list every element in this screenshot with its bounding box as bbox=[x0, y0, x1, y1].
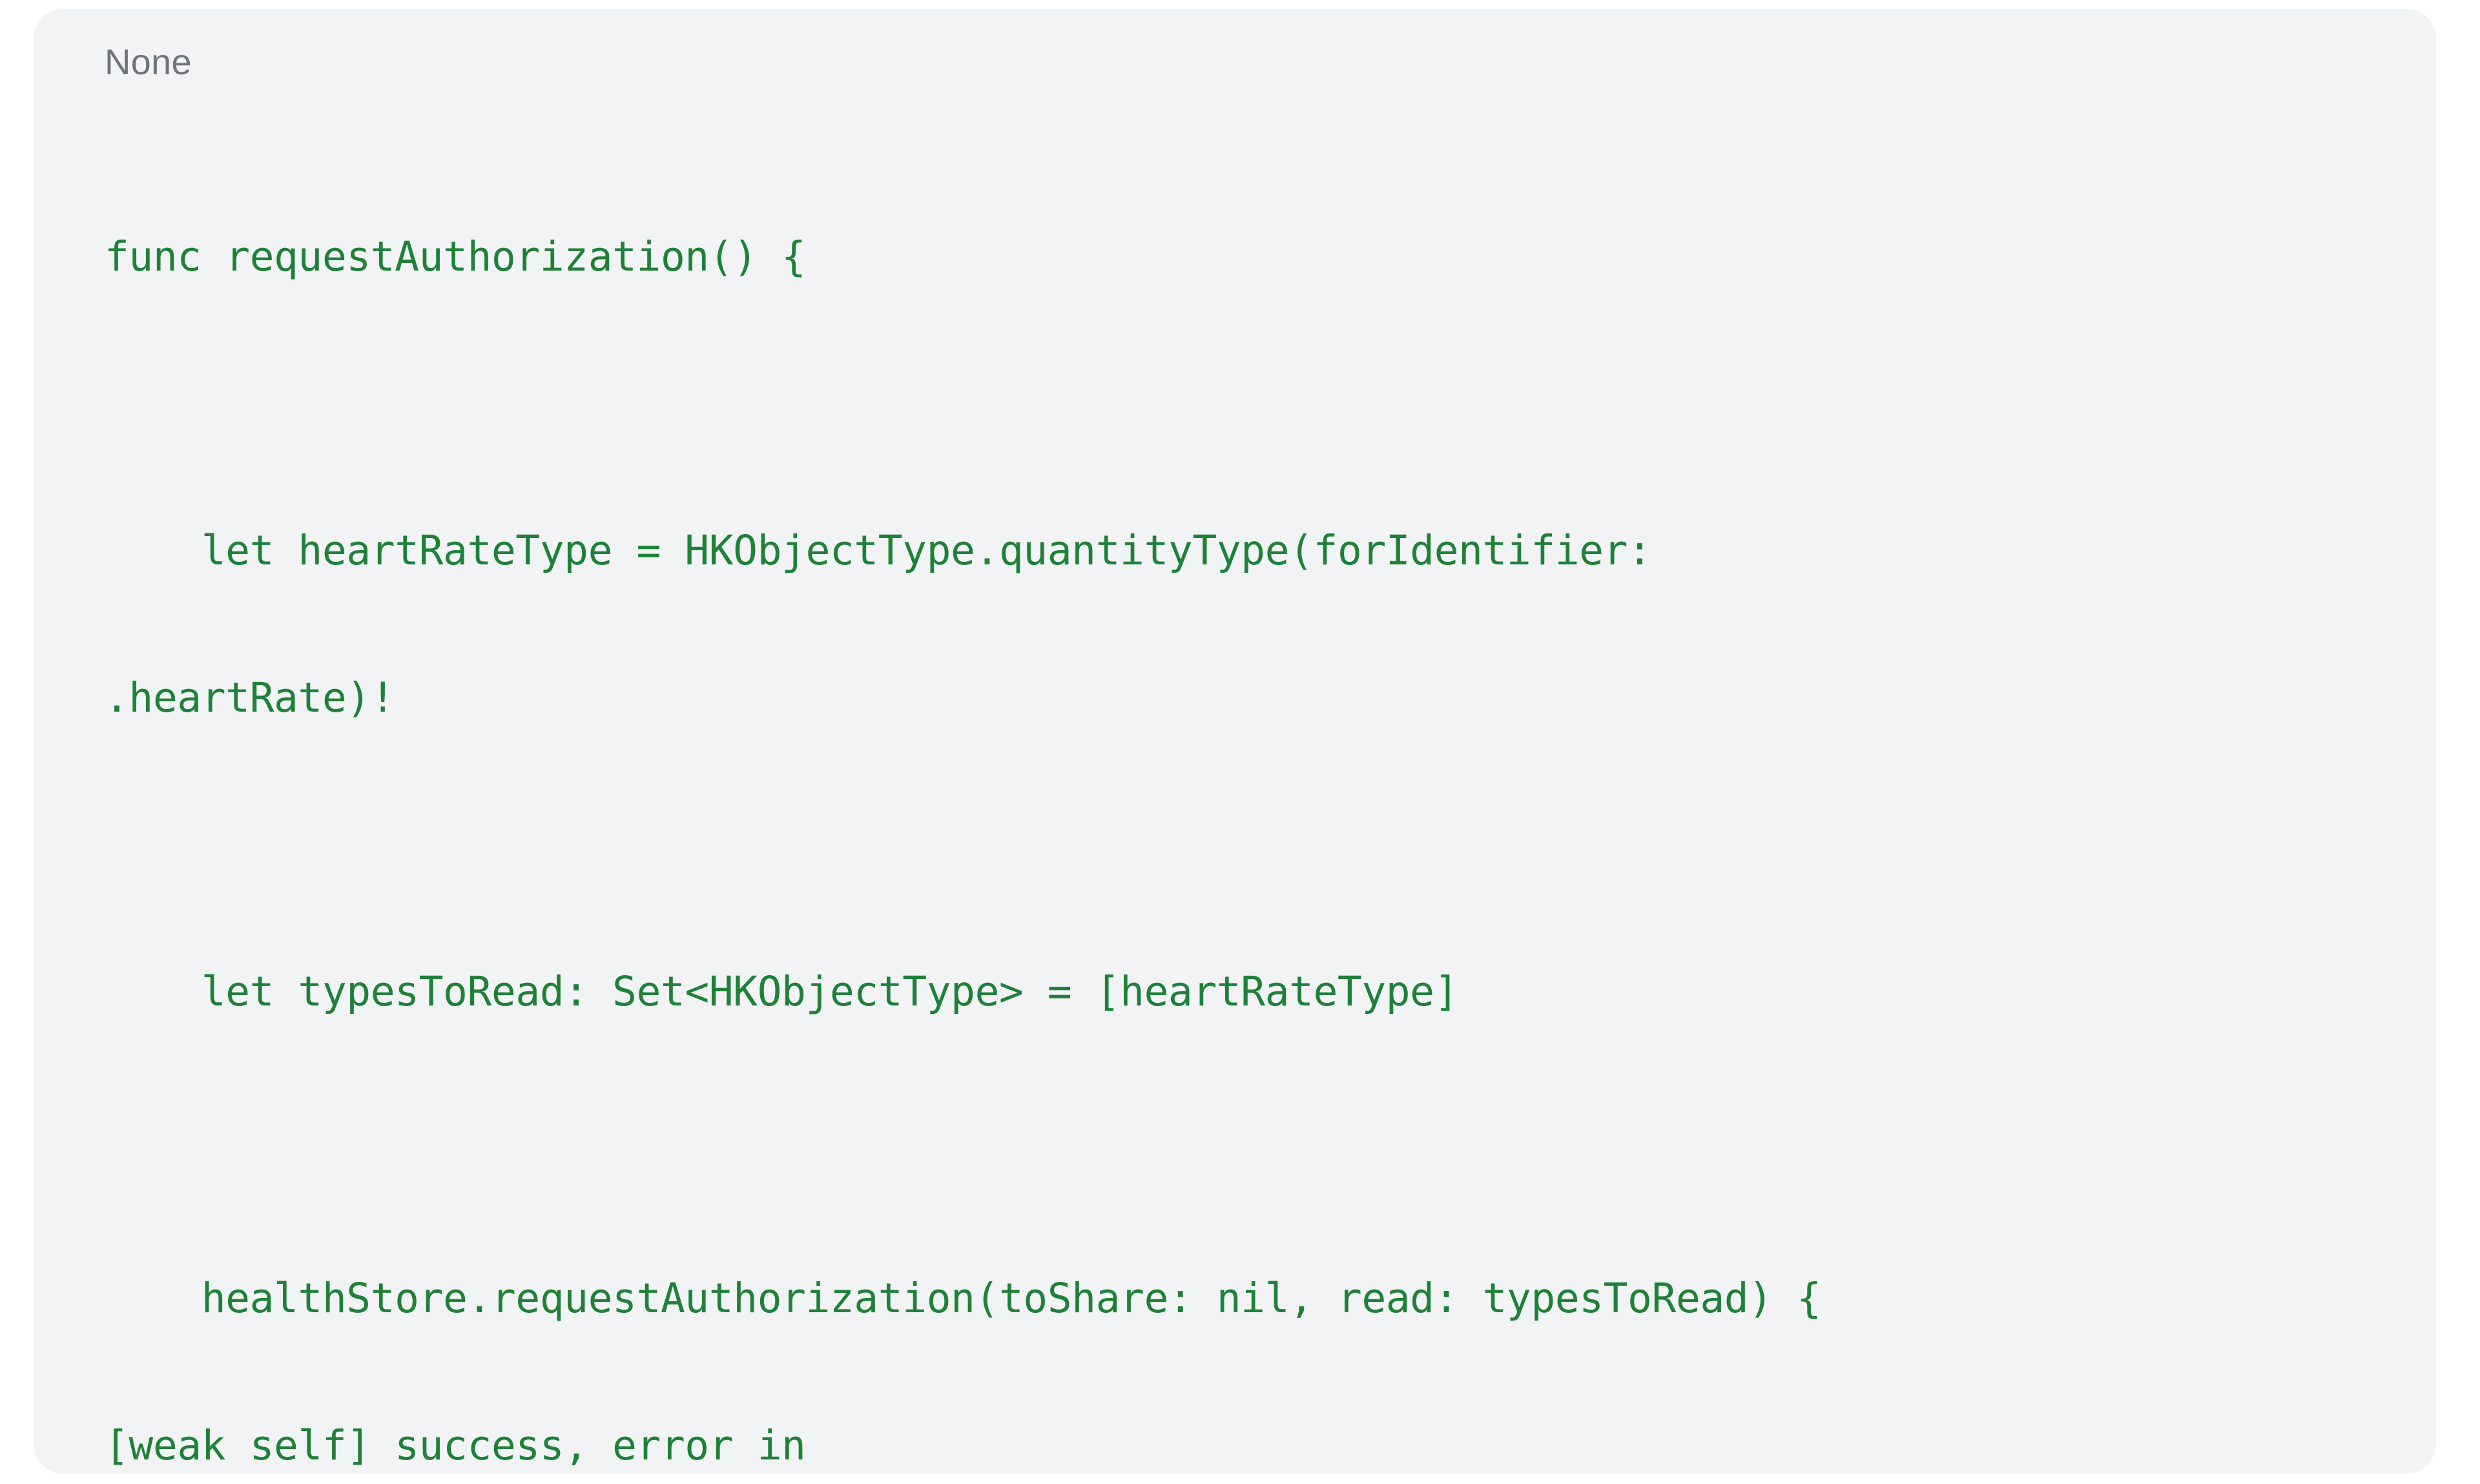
code-line-spacer bbox=[105, 371, 2391, 396]
code-block-card: None func requestAuthorization() { let h… bbox=[34, 9, 2436, 1474]
code-line: let typesToRead: Set<HKObjectType> = [he… bbox=[105, 968, 1459, 1015]
code-content[interactable]: func requestAuthorization() { let heartR… bbox=[105, 102, 2391, 1474]
code-line-wrapped: .heartRate)! bbox=[105, 674, 395, 721]
code-line: let heartRateType = HKObjectType.quantit… bbox=[105, 527, 1652, 574]
code-language-label: None bbox=[105, 41, 192, 82]
code-line-wrapped: [weak self] success, error in bbox=[105, 1422, 806, 1469]
code-line-spacer bbox=[105, 812, 2391, 837]
code-line-spacer bbox=[105, 1106, 2391, 1144]
code-line: healthStore.requestAuthorization(toShare… bbox=[105, 1275, 1821, 1322]
code-line: func requestAuthorization() { bbox=[105, 233, 806, 280]
